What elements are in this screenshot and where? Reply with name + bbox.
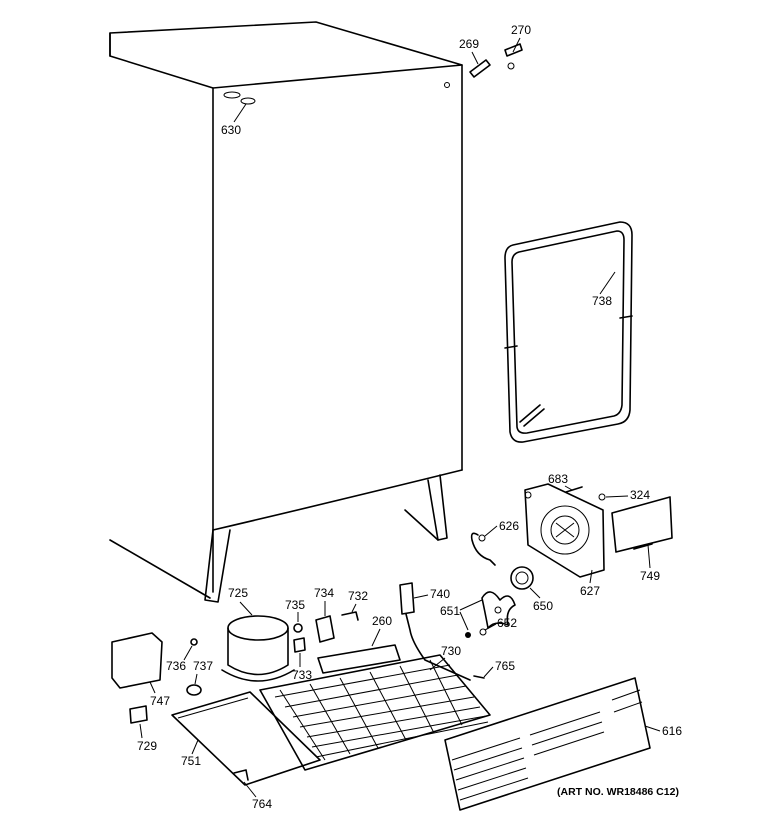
label-616: 616 (662, 724, 682, 738)
cabinet (109, 21, 463, 603)
label-626: 626 (499, 519, 519, 533)
harness (470, 532, 496, 566)
label-260: 260 (372, 614, 392, 628)
label-683: 683 (548, 472, 568, 486)
label-324: 324 (630, 488, 650, 502)
label-740: 740 (430, 587, 450, 601)
fan-bracket (524, 483, 606, 578)
label-651: 651 (440, 604, 460, 618)
label-725: 725 (228, 586, 248, 600)
part-736 (190, 638, 198, 646)
fan-blade (465, 591, 516, 638)
part-labels: 269 270 630 738 683 324 626 627 749 650 … (137, 23, 682, 811)
part-735 (293, 623, 303, 633)
cover-plate (611, 496, 673, 553)
condenser-coil (259, 644, 491, 771)
label-630: 630 (221, 123, 241, 137)
drain-pan (171, 691, 321, 786)
label-652: 652 (497, 616, 517, 630)
label-627: 627 (580, 584, 600, 598)
bracket-747 (111, 632, 163, 689)
label-733: 733 (292, 668, 312, 682)
label-650: 650 (533, 599, 553, 613)
label-730: 730 (441, 644, 461, 658)
label-729: 729 (137, 739, 157, 753)
art-number: (ART NO. WR18486 C12) (557, 786, 679, 798)
part-737 (186, 684, 202, 696)
label-270: 270 (511, 23, 531, 37)
label-765: 765 (495, 659, 515, 673)
part-765 (473, 675, 485, 679)
label-747: 747 (150, 694, 170, 708)
label-749: 749 (640, 569, 660, 583)
fan-motor (510, 566, 534, 590)
part-270 (504, 43, 523, 70)
label-732: 732 (348, 589, 368, 603)
label-736: 736 (166, 659, 186, 673)
clip-732 (341, 611, 359, 621)
rear-grille (444, 677, 651, 811)
relay-734 (315, 615, 335, 643)
label-738: 738 (592, 294, 612, 308)
label-734: 734 (314, 586, 334, 600)
part-764 (233, 769, 249, 781)
part-729 (129, 705, 148, 724)
label-764: 764 (252, 797, 272, 811)
part-269 (469, 59, 491, 78)
part-733 (293, 637, 306, 653)
drier-740 (399, 582, 471, 681)
label-751: 751 (181, 754, 201, 768)
label-735: 735 (285, 598, 305, 612)
label-269: 269 (459, 37, 479, 51)
door-gasket (504, 221, 633, 443)
label-737: 737 (193, 659, 213, 673)
compressor (221, 615, 295, 682)
